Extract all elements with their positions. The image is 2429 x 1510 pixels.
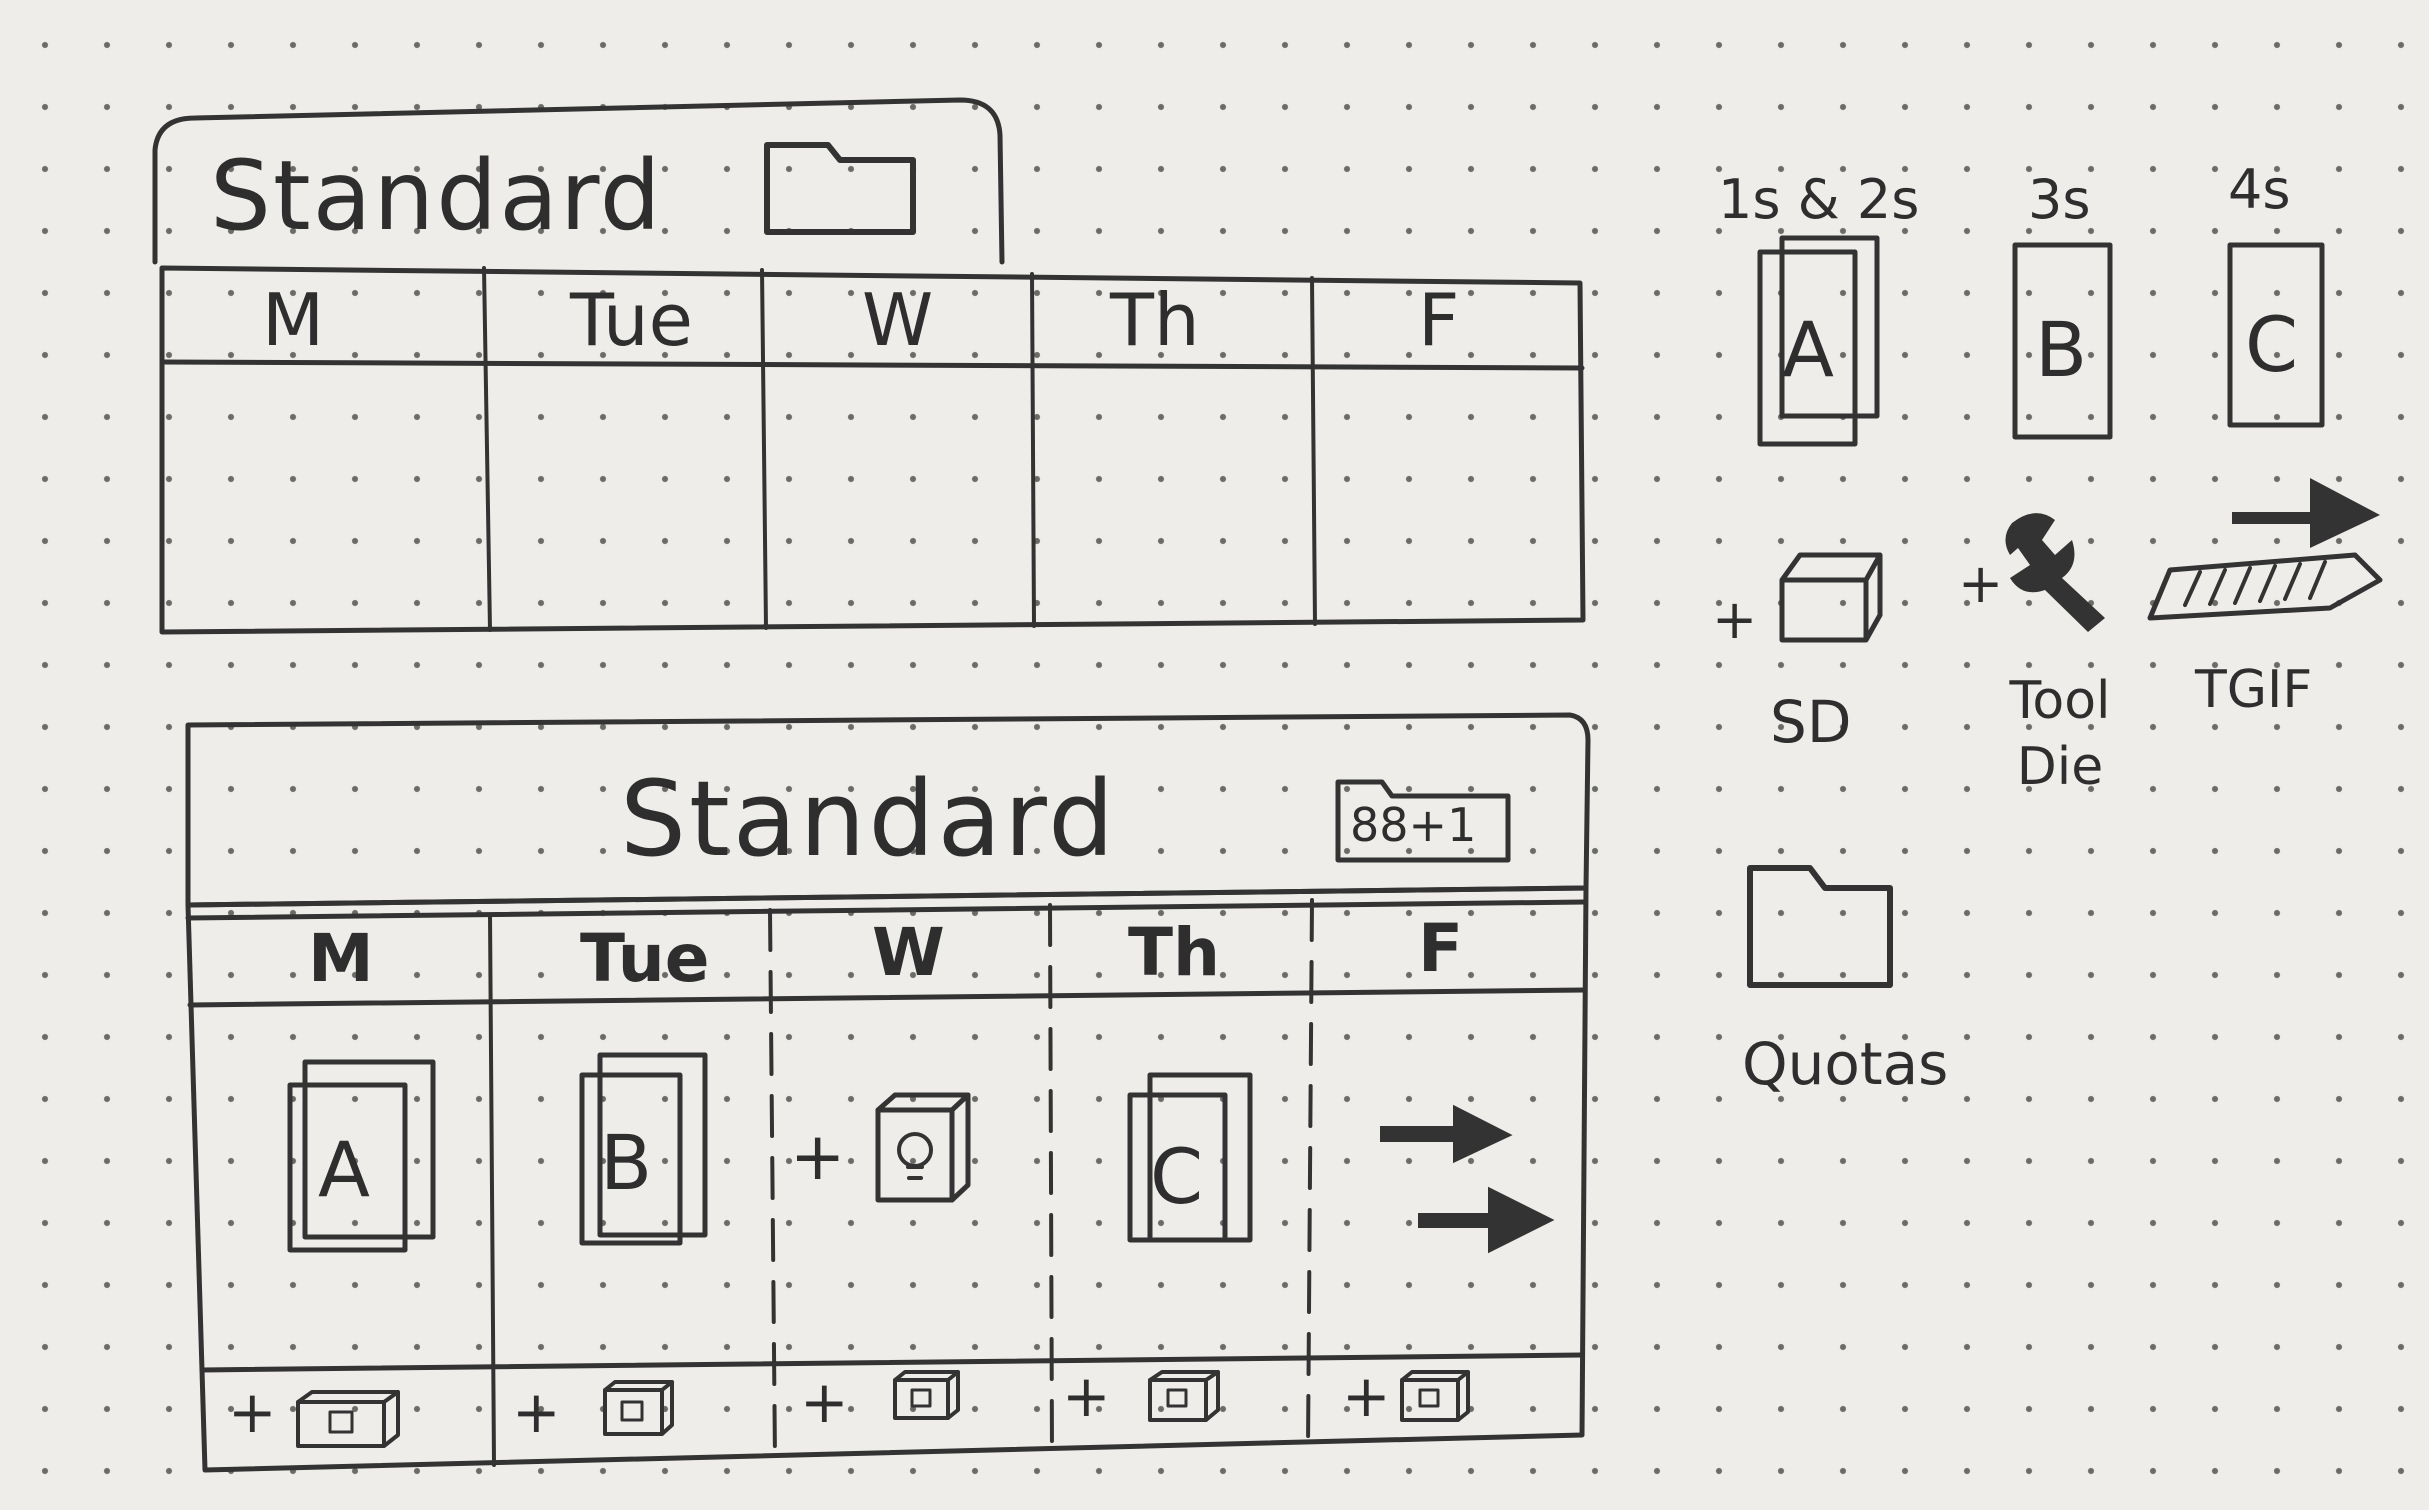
card2-table [185,885,1589,1473]
add-sign[interactable]: + [512,1378,561,1446]
legend-card-a-icon[interactable] [1757,235,1880,447]
wrench-icon[interactable] [2005,513,2105,632]
day-header: W [862,278,934,362]
stacked-card-icon[interactable] [579,1052,708,1246]
footer-box-icon[interactable] [296,1390,400,1448]
legend-card-b-icon[interactable] [2012,242,2113,440]
lightbulb-box-icon[interactable] [875,1092,971,1203]
add-sign[interactable]: + [228,1378,277,1446]
card-letter: C [1150,1132,1204,1221]
footer-box-icon[interactable] [1400,1370,1470,1422]
tool-label: Tool Die [2009,671,2111,797]
card-letter: A [318,1125,370,1214]
legend-letter: C [2245,300,2299,389]
tool-label: TGIF [2195,660,2313,720]
quotas-label: Quotas [1742,1030,1949,1098]
card1-tab[interactable] [152,97,1005,265]
quotas-folder-icon[interactable] [1747,865,1893,988]
card1-table [159,265,1586,635]
folder-icon[interactable] [764,142,916,235]
day-header: Tue [580,920,710,997]
add-sign: + [1958,552,2004,615]
day-header: F [1418,910,1464,987]
conveyor-arrow-icon[interactable] [2147,478,2383,621]
day-header: Th [1110,278,1200,362]
legend-letter: A [1782,305,1834,394]
day-header: M [308,920,374,997]
stacked-card-icon[interactable] [287,1059,436,1253]
card1-title: Standard [210,140,663,252]
footer-box-icon[interactable] [603,1380,674,1436]
legend-letter: B [2035,305,2088,394]
add-sign[interactable]: + [1062,1362,1111,1430]
legend-group-header: 4s [2228,158,2291,221]
box-icon[interactable] [1779,552,1883,643]
card2-header[interactable] [185,712,1591,908]
add-sign: + [790,1118,846,1195]
add-sign[interactable]: + [800,1368,849,1436]
legend-group-header: 1s & 2s [1718,168,1920,231]
day-header: W [872,914,945,991]
footer-box-icon[interactable] [1148,1370,1220,1422]
card2-title: Standard [620,758,1118,880]
day-header: F [1418,278,1460,362]
day-header: Th [1128,914,1221,991]
card-letter: B [600,1118,653,1207]
day-header: M [262,278,325,362]
people-count-badge: 88+1 [1350,798,1477,852]
people-folder-icon[interactable] [1335,779,1511,863]
double-arrow-icon[interactable] [1380,1104,1555,1254]
day-header: Tue [570,278,693,362]
add-sign: + [1712,588,1758,651]
add-sign[interactable]: + [1342,1362,1391,1430]
footer-box-icon[interactable] [893,1370,960,1420]
stacked-card-icon[interactable] [1127,1072,1253,1243]
legend-group-header: 3s [2028,168,2091,231]
legend-card-c-icon[interactable] [2227,242,2325,428]
tool-label: SD [1770,688,1852,756]
